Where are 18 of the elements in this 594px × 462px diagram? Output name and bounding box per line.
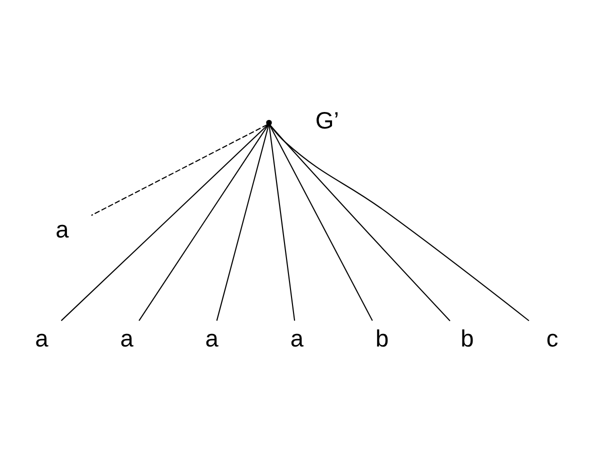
node-text: a <box>35 326 48 352</box>
node-text: b <box>460 326 474 352</box>
node-text: c <box>546 326 558 352</box>
node-text: b <box>376 326 389 352</box>
label: G’ <box>315 108 340 134</box>
connector <box>216 124 270 320</box>
connector <box>60 124 268 321</box>
connector <box>138 124 269 320</box>
connector <box>270 124 450 321</box>
connector <box>270 124 530 321</box>
connector <box>91 124 268 216</box>
connector <box>268 124 296 320</box>
connector <box>269 124 373 320</box>
node-text: a <box>290 326 304 352</box>
node-text: a <box>205 326 218 352</box>
node-text: a <box>120 326 134 352</box>
node-text: a <box>56 217 69 244</box>
node-point <box>266 119 272 126</box>
